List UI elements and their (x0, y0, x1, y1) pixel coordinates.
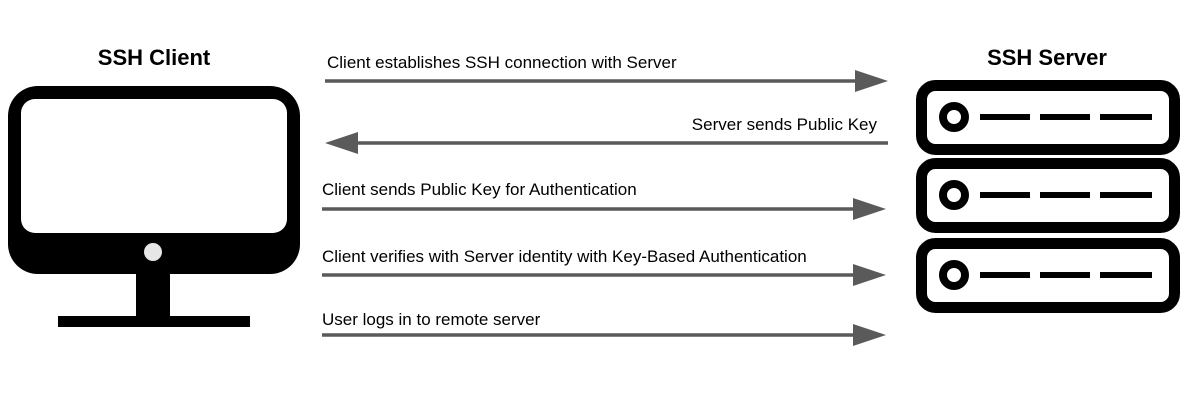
ssh-server-title: SSH Server (987, 45, 1107, 70)
message-label: Client establishes SSH connection with S… (327, 53, 677, 72)
server-rack-icon (916, 80, 1180, 313)
arrow-to-server (322, 264, 886, 286)
monitor-icon (8, 86, 300, 327)
ssh-client-title: SSH Client (97, 45, 211, 70)
arrow-to-server (325, 70, 888, 92)
arrow-to-client (325, 132, 888, 154)
server-unit (916, 238, 1180, 313)
message-label: Client sends Public Key for Authenticati… (322, 180, 637, 199)
arrow-to-server (322, 198, 886, 220)
server-unit (916, 158, 1180, 233)
message-label: User logs in to remote server (322, 310, 541, 329)
arrow-to-server (322, 324, 886, 346)
message-label: Client verifies with Server identity wit… (322, 247, 807, 266)
message-label: Server sends Public Key (691, 115, 877, 134)
server-unit (916, 80, 1180, 155)
